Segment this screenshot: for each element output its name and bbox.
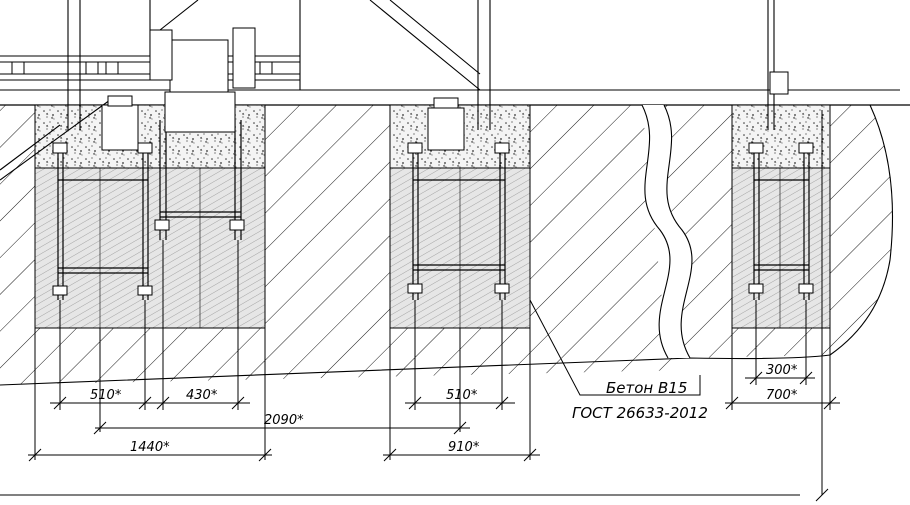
dim-label-700: 700* bbox=[766, 388, 798, 403]
break-line bbox=[641, 104, 693, 359]
dim-label-510-left: 510* bbox=[90, 388, 122, 403]
dim-label-430: 430* bbox=[186, 388, 218, 403]
dim-label-2090: 2090* bbox=[264, 413, 304, 428]
dim-label-910: 910* bbox=[448, 440, 480, 455]
foundation-block-3 bbox=[731, 104, 831, 329]
foundation-block-1 bbox=[34, 104, 266, 329]
dim-label-1440: 1440* bbox=[130, 440, 170, 455]
dimension-lines bbox=[28, 110, 840, 502]
note-material: Бетон В15 bbox=[606, 379, 687, 397]
note-standard: ГОСТ 26633-2012 bbox=[572, 404, 708, 422]
equipment-units bbox=[11, 27, 789, 151]
dim-label-510-middle: 510* bbox=[446, 388, 478, 403]
dim-label-300: 300* bbox=[766, 363, 798, 378]
bolt-nuts bbox=[52, 142, 814, 296]
anchor-bolts bbox=[57, 120, 810, 300]
